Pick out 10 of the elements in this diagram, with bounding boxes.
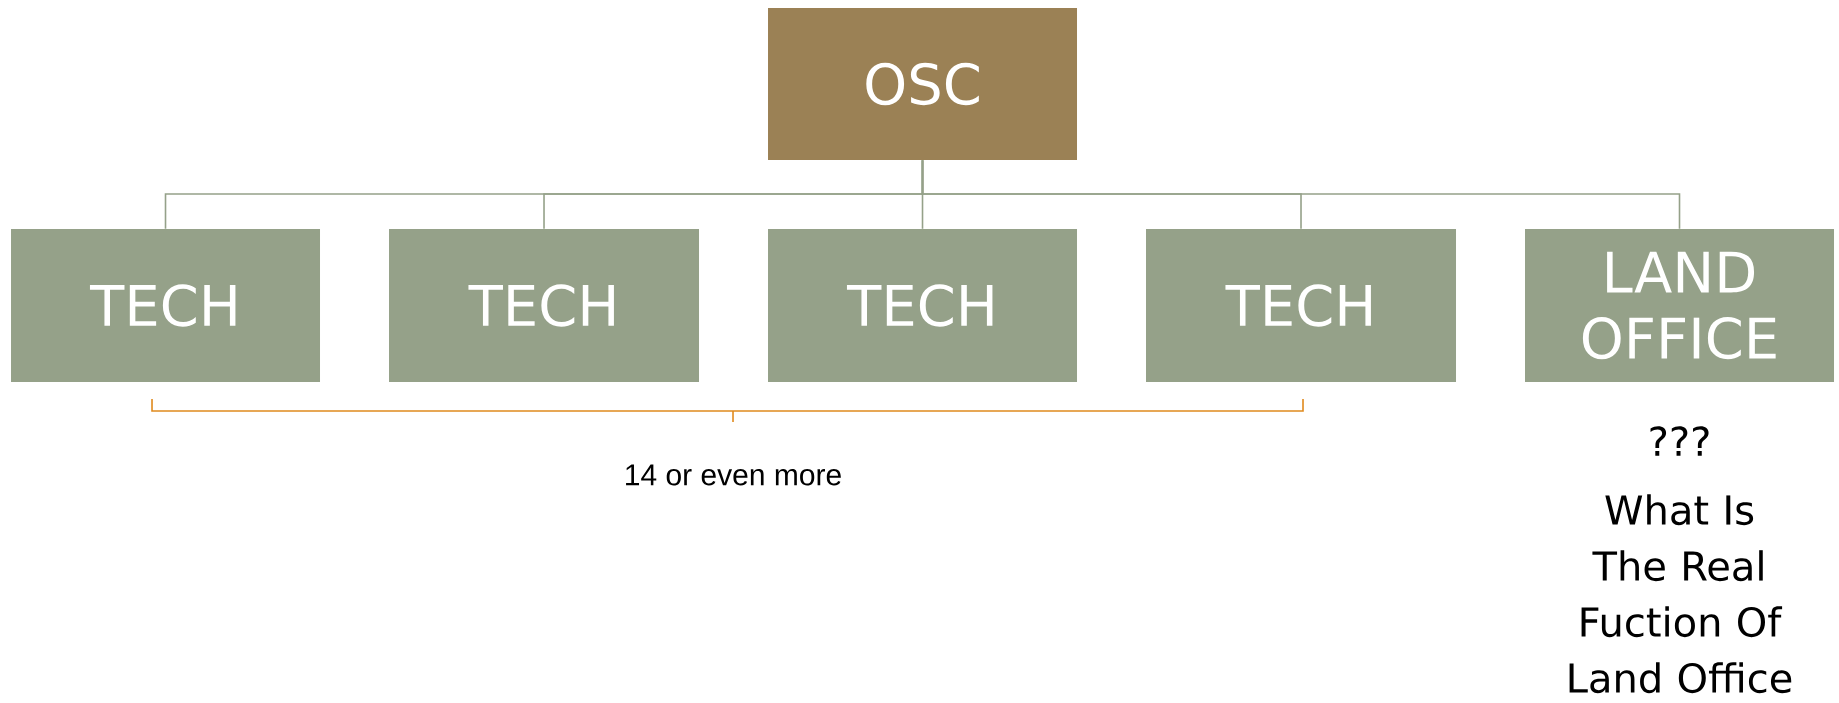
child-box: TECH [11, 229, 320, 382]
root-box: OSC [768, 8, 1077, 160]
note-mark: ??? [1650, 426, 1709, 456]
child-box: TECH [389, 229, 699, 382]
child-box: TECH [768, 229, 1077, 382]
child-box: TECH [1146, 229, 1456, 382]
connector [921, 159, 1681, 230]
note-text: What Is The Real Fuction Of Land Office [1569, 494, 1792, 694]
child-box: LAND OFFICE [1525, 229, 1834, 382]
brace-label: 14 or even more [626, 464, 841, 486]
